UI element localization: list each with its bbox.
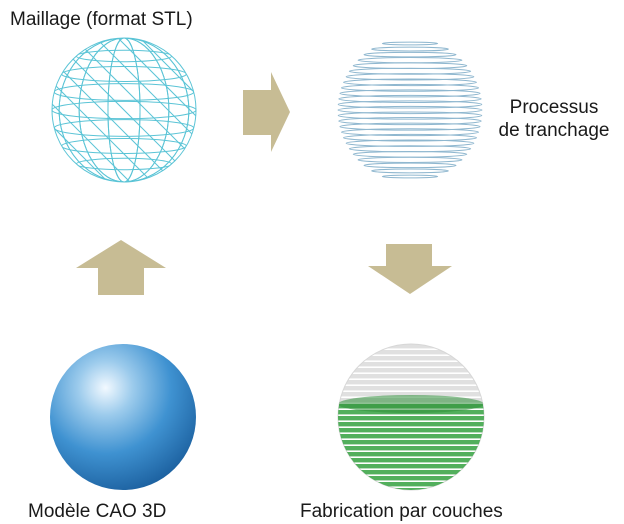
cad-model-sphere [50,344,196,490]
slicing-label-line2: de tranchage [498,120,610,141]
slicing-label-line1: Processus [509,97,599,118]
mesh-sphere [51,37,197,183]
cad-model-label: Modèle CAO 3D [28,501,167,522]
sliced-sphere [337,41,483,179]
mesh-label: Maillage (format STL) [10,9,193,30]
arrow-right [243,72,290,152]
arrow-up [76,240,166,295]
fabrication-label: Fabrication par couches [300,501,503,522]
layered-fabrication-sphere [337,343,485,491]
slicing-label: Processus de tranchage [488,96,620,142]
arrow-down [368,244,452,294]
